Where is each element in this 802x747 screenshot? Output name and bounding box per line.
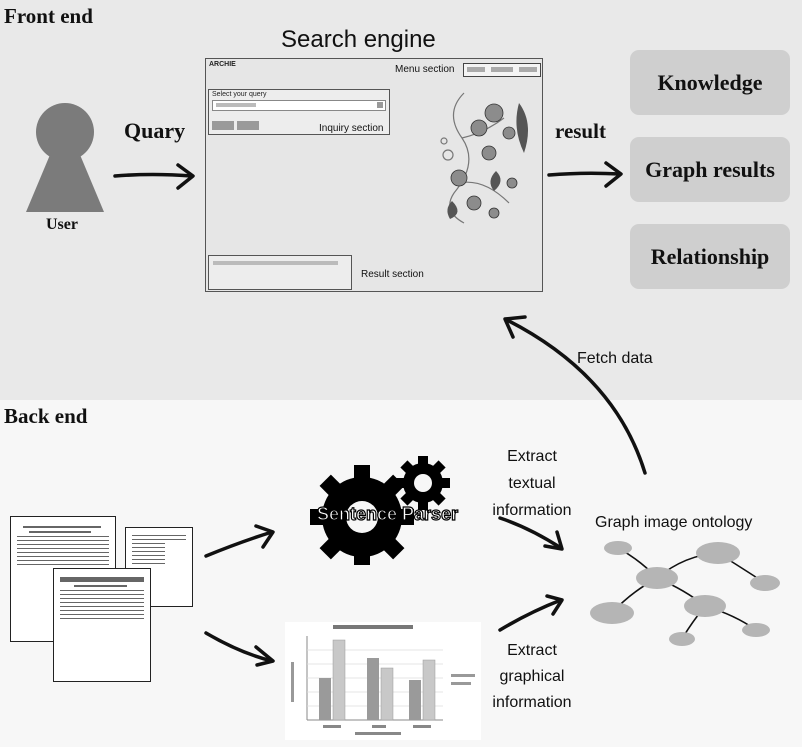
ontology-node bbox=[604, 541, 632, 555]
extract-textual-line: textual bbox=[508, 475, 556, 492]
extract-graphical-line: graphical bbox=[499, 668, 565, 685]
papers-to-chart-arrow bbox=[204, 631, 275, 667]
user-label: User bbox=[46, 216, 78, 233]
inquiry-section-label: Inquiry section bbox=[319, 123, 384, 134]
fetch-data-label: Fetch data bbox=[577, 350, 653, 367]
result-label: result bbox=[555, 119, 606, 143]
gear-icon bbox=[310, 456, 450, 565]
inquiry-section: Select your query bbox=[208, 89, 390, 135]
sentence-parser-label: Sentence Parser bbox=[316, 503, 459, 524]
floral-decoration bbox=[440, 92, 528, 224]
menu-item[interactable] bbox=[467, 67, 485, 72]
relationship-box: Relationship bbox=[630, 224, 790, 289]
query-arrow bbox=[113, 163, 195, 190]
chevron-down-icon[interactable] bbox=[377, 102, 383, 108]
frontend-label: Front end bbox=[4, 4, 93, 28]
extract-graphical-label: Extract graphical information bbox=[484, 638, 580, 716]
paper-document bbox=[53, 568, 151, 682]
select-query-label: Select your query bbox=[212, 91, 267, 98]
result-arrow bbox=[547, 161, 623, 188]
extract-graphical-line: Extract bbox=[507, 642, 557, 659]
fetch-data-arrow bbox=[503, 315, 647, 475]
reset-button[interactable] bbox=[237, 121, 259, 130]
ontology-node bbox=[590, 602, 634, 624]
search-button[interactable] bbox=[212, 121, 234, 130]
chart-thumbnail-svg bbox=[291, 625, 475, 735]
textual-to-ontology-arrow bbox=[498, 516, 564, 551]
ontology-node bbox=[636, 567, 678, 589]
result-section bbox=[208, 255, 352, 290]
papers-to-parser-arrow bbox=[204, 524, 275, 558]
ontology-graph bbox=[590, 541, 780, 646]
menu-bar bbox=[463, 63, 541, 77]
graph-results-box: Graph results bbox=[630, 137, 790, 202]
ontology-label: Graph image ontology bbox=[595, 514, 753, 531]
user-icon bbox=[26, 103, 104, 212]
menu-item[interactable] bbox=[519, 67, 537, 72]
ontology-node bbox=[750, 575, 780, 591]
search-engine-window: ARCHIE Menu section Select your query In… bbox=[205, 58, 543, 292]
extract-graphical-line: information bbox=[492, 694, 572, 711]
graphical-to-ontology-arrow bbox=[498, 594, 564, 632]
backend-label: Back end bbox=[4, 404, 88, 428]
dropdown-value bbox=[216, 103, 256, 107]
menu-item[interactable] bbox=[491, 67, 513, 72]
result-line bbox=[213, 261, 338, 265]
menu-section-label: Menu section bbox=[395, 64, 455, 75]
ontology-node bbox=[684, 595, 726, 617]
query-label: Quary bbox=[124, 118, 186, 143]
result-section-label: Result section bbox=[361, 269, 424, 280]
extract-textual-line: Extract bbox=[507, 448, 557, 465]
engine-logo: ARCHIE bbox=[209, 61, 236, 68]
performance-chart-thumbnail bbox=[285, 622, 481, 740]
paper-document bbox=[125, 527, 193, 607]
extract-textual-label: Extract textual information bbox=[484, 443, 580, 524]
ontology-node bbox=[696, 542, 740, 564]
search-engine-title: Search engine bbox=[281, 26, 436, 53]
query-dropdown[interactable] bbox=[212, 100, 386, 111]
ontology-node bbox=[669, 632, 695, 646]
ontology-node bbox=[742, 623, 770, 637]
extract-textual-line: information bbox=[492, 502, 572, 519]
knowledge-box: Knowledge bbox=[630, 50, 790, 115]
